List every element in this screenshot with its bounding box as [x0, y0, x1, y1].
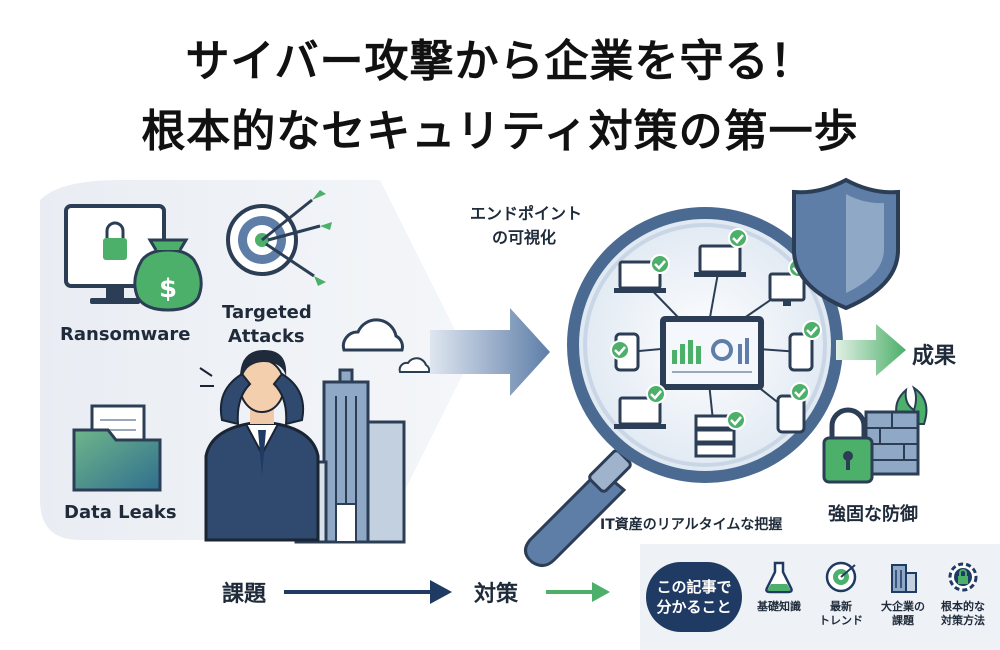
- laptop-icon-1: [614, 260, 666, 293]
- phone-icon-2: [788, 332, 814, 372]
- issue-label: 課題: [222, 582, 267, 607]
- realtime-label: IT資産のリアルタイムな把握: [600, 517, 783, 533]
- endpoint-label-line2: の可視化: [492, 228, 557, 247]
- summary-item-measures-line2: 対策方法: [941, 614, 985, 627]
- shield-icon: [792, 177, 900, 311]
- svg-text:$: $: [159, 274, 177, 304]
- summary-badge-line1: この記事で: [656, 578, 732, 596]
- target-icon: [226, 190, 332, 286]
- server-icon: [694, 414, 736, 458]
- worried-businessman-icon: [199, 350, 320, 542]
- flask-icon: [765, 561, 793, 594]
- summary-item-trends-line2: トレンド: [819, 614, 863, 627]
- data-leaks-label: Data Leaks: [64, 502, 177, 523]
- dashboard-icon: [660, 316, 764, 390]
- monitor-icon: [768, 272, 806, 306]
- summary-badge-line2: 分かること: [656, 598, 732, 616]
- laptop-icon-2: [694, 244, 746, 277]
- data-leak-folder-icon: [72, 404, 162, 492]
- defense-label: 強固な防御: [828, 504, 918, 525]
- summary-item-basics: 基礎知識: [748, 560, 810, 614]
- measure-label: 対策: [474, 582, 519, 607]
- cloud-icon: [341, 318, 431, 373]
- endpoint-label-line1: エンドポイント: [470, 204, 583, 223]
- summary-item-measures-line1: 根本的な: [941, 600, 985, 613]
- summary-item-enterprise: 大企業の 課題: [872, 560, 934, 628]
- money-bag-icon: $: [133, 238, 203, 312]
- summary-item-measures: 根本的な 対策方法: [932, 560, 994, 628]
- targeted-label-line2: Attacks: [228, 326, 305, 347]
- page-title-line2: 根本的なセキュリティ対策の第一歩: [141, 106, 859, 157]
- page-title-line1: サイバー攻撃から企業を守る！: [185, 36, 815, 87]
- summary-item-trends-line1: 最新: [830, 600, 852, 613]
- laptop-icon-3: [614, 396, 666, 429]
- magnifier-handle: [524, 449, 632, 567]
- gear-lock-icon: [948, 562, 978, 592]
- solution-arrow: [430, 308, 550, 396]
- ransomware-label: Ransomware: [60, 324, 191, 345]
- summary-badge: この記事で 分かること: [646, 562, 742, 632]
- building-icon: [891, 564, 917, 593]
- lock-firewall-icon: [822, 385, 928, 484]
- result-label: 成果: [912, 344, 957, 369]
- summary-item-trends: 最新 トレンド: [810, 560, 872, 628]
- summary-item-enterprise-line1: 大企業の: [881, 600, 925, 613]
- result-arrow: [836, 324, 906, 376]
- target-icon: [825, 561, 857, 593]
- summary-item-enterprise-line2: 課題: [892, 614, 914, 627]
- summary-item-basics-line1: 基礎知識: [757, 600, 801, 613]
- targeted-label-line1: Targeted: [222, 302, 312, 323]
